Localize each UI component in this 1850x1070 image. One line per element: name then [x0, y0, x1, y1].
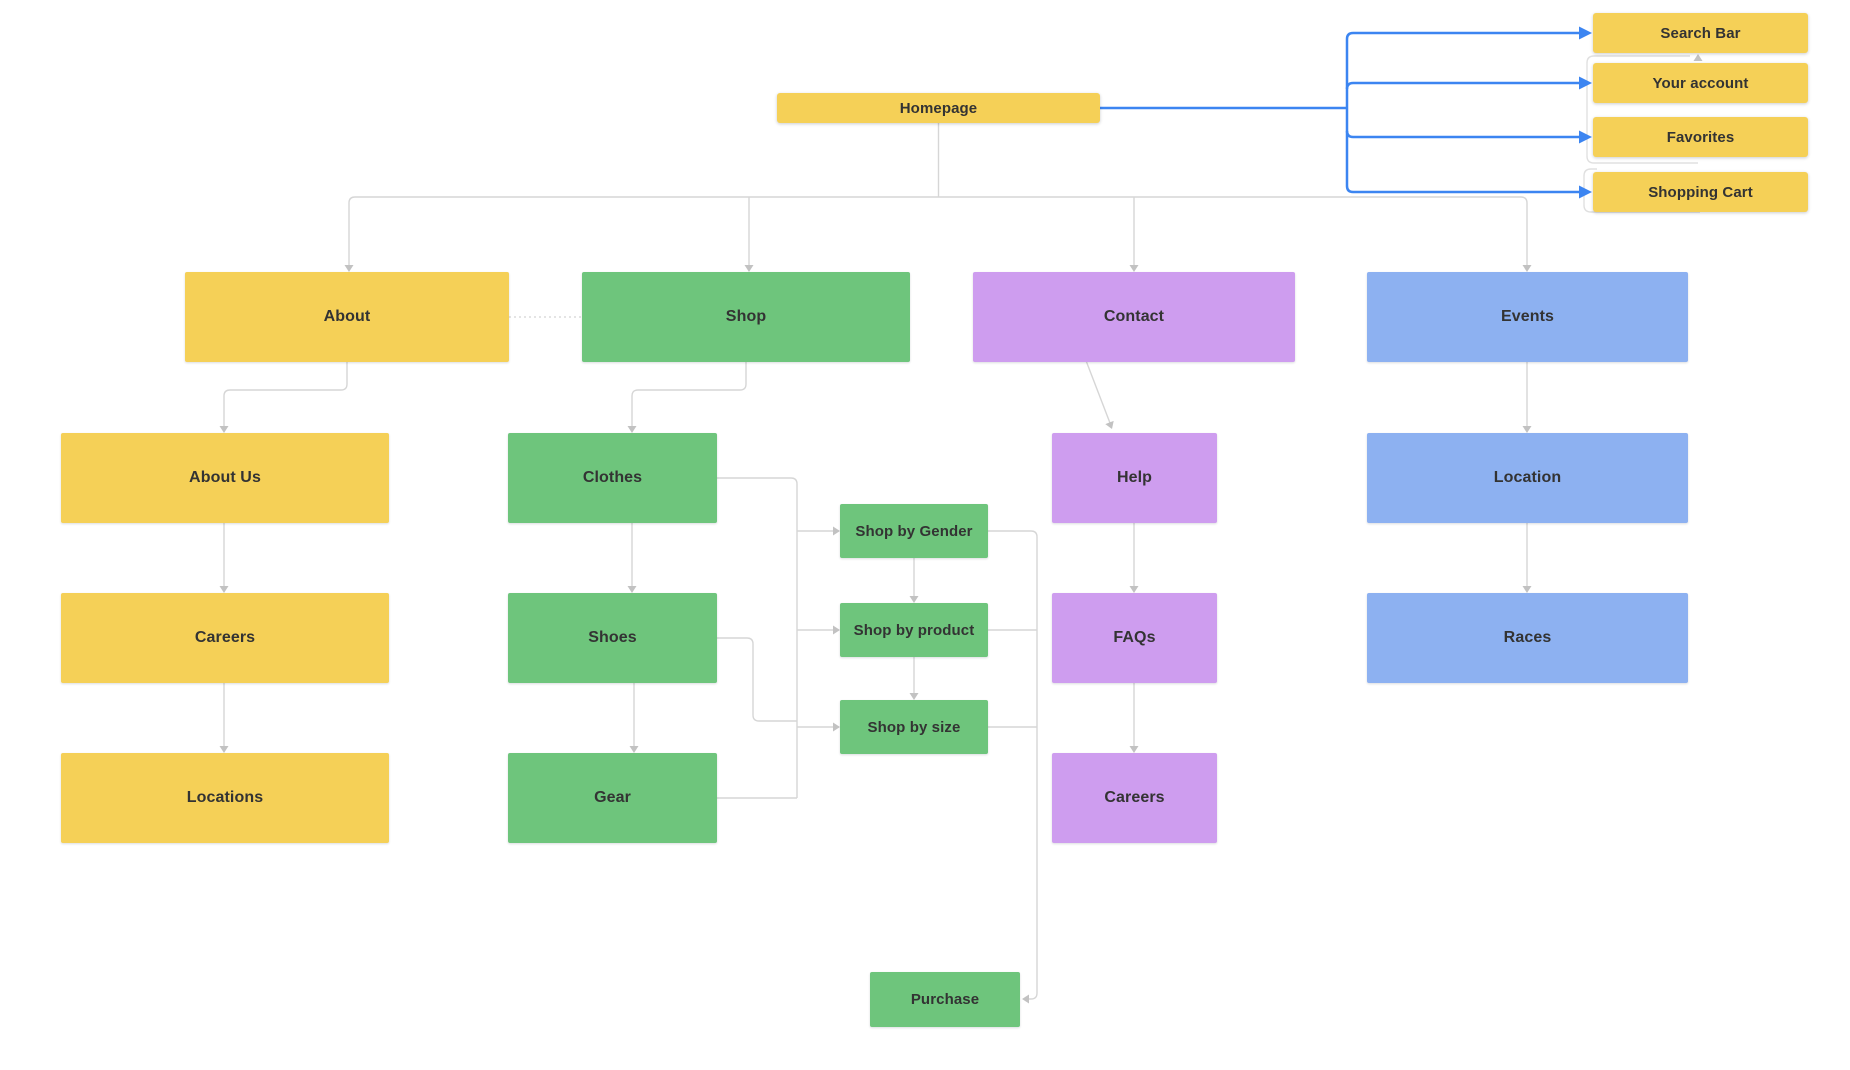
node-favorites[interactable]: Favorites — [1593, 117, 1808, 157]
edge-tree — [348, 196, 1528, 266]
node-faqs[interactable]: FAQs — [1052, 593, 1217, 683]
node-label: Locations — [186, 789, 264, 806]
node-label: Favorites — [1666, 128, 1735, 146]
edge-tree — [223, 362, 348, 427]
arrowhead-gray — [1022, 994, 1029, 1004]
edge-tree — [988, 530, 1038, 1000]
arrowhead-gray — [219, 746, 229, 753]
arrowhead-gray — [219, 586, 229, 593]
node-help[interactable]: Help — [1052, 433, 1217, 523]
node-label: Shopping Cart — [1648, 183, 1753, 201]
edge-blue — [1345, 81, 1580, 90]
node-label: Purchase — [910, 991, 980, 1008]
edge-bracket — [1586, 55, 1698, 164]
node-about-us[interactable]: About Us — [61, 433, 389, 523]
node-careers-contact[interactable]: Careers — [1052, 753, 1217, 843]
node-label: Location — [1493, 469, 1562, 486]
arrowhead-gray — [909, 693, 919, 700]
edge-tree — [631, 362, 747, 427]
node-label: Careers — [194, 629, 256, 646]
node-label: Events — [1500, 308, 1555, 325]
arrowhead-gray — [909, 596, 919, 603]
node-shop-by-product[interactable]: Shop by product — [840, 603, 988, 657]
arrowhead-gray — [1105, 420, 1114, 429]
node-search-bar[interactable]: Search Bar — [1593, 13, 1808, 53]
node-location[interactable]: Location — [1367, 433, 1688, 523]
arrowhead-gray — [629, 746, 639, 753]
node-label: Your account — [1652, 74, 1749, 92]
arrowhead-blue — [1579, 76, 1592, 90]
arrowhead-gray — [833, 526, 840, 536]
arrowhead-gray — [833, 625, 840, 635]
node-label: Gear — [594, 789, 631, 806]
node-label: Shop — [725, 308, 767, 325]
arrowhead-gray — [1693, 54, 1703, 61]
node-label: About — [323, 308, 371, 325]
arrowhead-gray — [627, 426, 637, 433]
node-your-account[interactable]: Your account — [1593, 63, 1808, 103]
arrowhead-gray — [1129, 586, 1139, 593]
node-label: Shop by size — [867, 718, 961, 736]
node-label: Contact — [1103, 308, 1165, 325]
node-label: Homepage — [899, 99, 978, 117]
node-contact[interactable]: Contact — [973, 272, 1295, 362]
edge-blue — [1345, 108, 1580, 194]
node-clothes[interactable]: Clothes — [508, 433, 717, 523]
node-purchase[interactable]: Purchase — [870, 972, 1020, 1027]
arrowhead-blue — [1579, 26, 1592, 40]
node-locations[interactable]: Locations — [61, 753, 389, 843]
edge-tree — [717, 477, 798, 798]
arrowhead-gray — [744, 265, 754, 272]
arrowhead-gray — [344, 265, 354, 272]
node-shop[interactable]: Shop — [582, 272, 910, 362]
node-label: Search Bar — [1660, 24, 1741, 42]
arrowhead-gray — [219, 426, 229, 433]
arrowhead-blue — [1579, 185, 1592, 199]
arrowhead-gray — [627, 586, 637, 593]
node-label: Shop by Gender — [855, 522, 973, 540]
edge-tree — [717, 637, 797, 722]
node-label: Help — [1116, 469, 1153, 486]
node-homepage[interactable]: Homepage — [777, 93, 1100, 123]
node-shopping-cart[interactable]: Shopping Cart — [1593, 172, 1808, 212]
node-label: Shop by product — [853, 621, 975, 639]
node-careers-about[interactable]: Careers — [61, 593, 389, 683]
node-label: Careers — [1104, 789, 1165, 806]
node-races[interactable]: Races — [1367, 593, 1688, 683]
node-events[interactable]: Events — [1367, 272, 1688, 362]
arrowhead-gray — [833, 722, 840, 732]
arrowhead-gray — [1522, 426, 1532, 433]
arrowhead-gray — [1129, 746, 1139, 753]
node-label: FAQs — [1113, 629, 1156, 646]
node-gear[interactable]: Gear — [508, 753, 717, 843]
node-label: Shoes — [588, 629, 637, 646]
node-shop-by-gender[interactable]: Shop by Gender — [840, 504, 988, 558]
node-label: Races — [1503, 629, 1552, 646]
node-label: Clothes — [582, 469, 643, 486]
arrowhead-blue — [1579, 130, 1592, 144]
edge-blue — [1345, 130, 1580, 139]
node-shoes[interactable]: Shoes — [508, 593, 717, 683]
edge-blue — [1345, 31, 1580, 108]
node-label: About Us — [189, 469, 261, 486]
arrowhead-gray — [1522, 586, 1532, 593]
arrowhead-gray — [1522, 265, 1532, 272]
arrowhead-gray — [1129, 265, 1139, 272]
node-shop-by-size[interactable]: Shop by size — [840, 700, 988, 754]
node-about[interactable]: About — [185, 272, 509, 362]
